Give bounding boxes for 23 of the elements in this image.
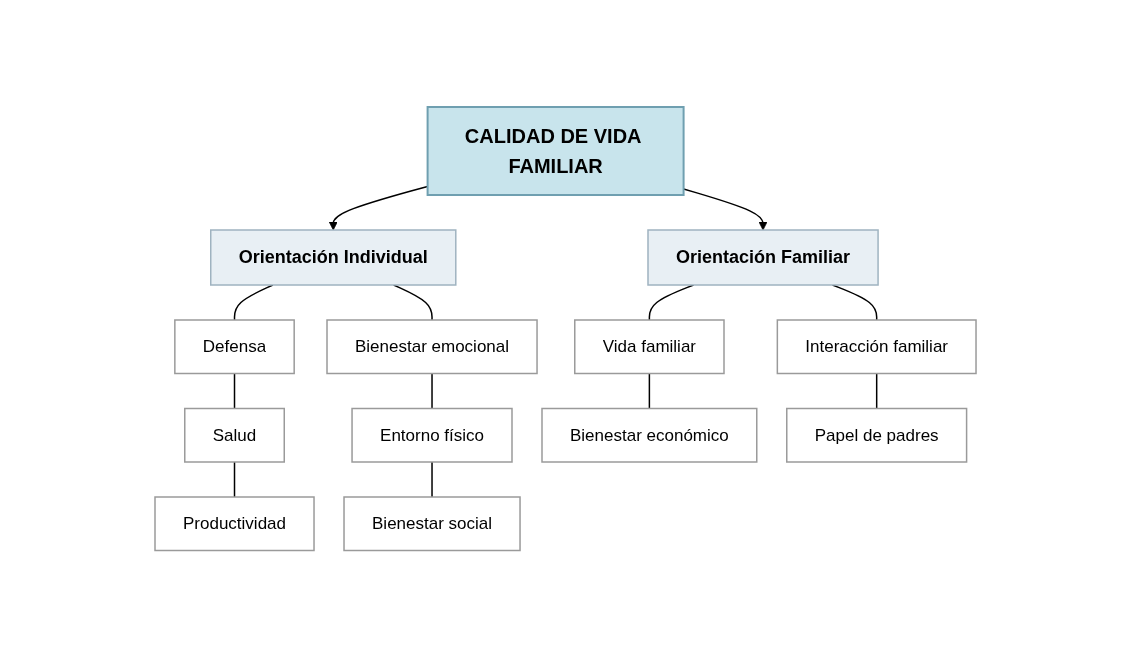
node-box: Bienestar emocional [326,319,538,374]
connector [392,284,433,321]
node-box: Interacción familiar [776,319,977,374]
connector [875,372,878,409]
node-box: Entorno físico [351,407,513,463]
connector [831,284,878,321]
connector [431,372,433,409]
node-box: Vida familiar [574,319,725,374]
node-box: Productividad [154,496,315,551]
node-box: Bienestar social [343,496,521,551]
node-box: CALIDAD DE VIDA FAMILIAR [426,105,685,196]
connector [431,461,433,498]
node-box: Orientación Familiar [647,229,879,286]
node-box: Papel de padres [786,407,968,463]
connector [648,372,651,409]
connector [233,461,236,498]
connector [233,372,236,409]
node-box: Orientación Individual [210,229,457,286]
connector [233,284,274,321]
connector [648,284,695,321]
node-box: Defensa [174,319,295,374]
node-box: Bienestar económico [541,407,758,463]
node-box: Salud [184,407,285,463]
